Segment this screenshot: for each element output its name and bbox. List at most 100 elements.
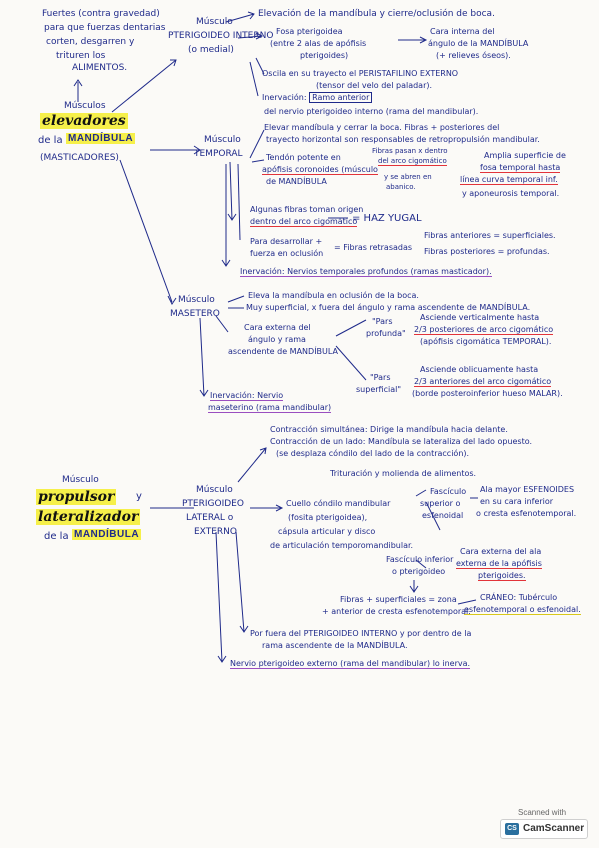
masetero-s5: (borde posteroinferior hueso MALAR).: [412, 389, 563, 398]
temporal-b2r2: fosa temporal hasta: [480, 163, 561, 173]
pterext-o1: Cuello cóndilo mandibular: [286, 499, 391, 508]
masetero-pars-2: profunda": [366, 329, 406, 338]
pterint-label-2: PTERIGOIDEO INTERNO: [168, 31, 274, 41]
pterext-label-1: Músculo: [196, 485, 233, 495]
masetero-s4: 2/3 anteriores del arco cigomático: [414, 377, 552, 387]
pterint-b3b: (tensor del velo del paladar).: [316, 81, 433, 90]
masetero-b3a: Cara externa del: [244, 323, 311, 332]
pterext-f4: Ala mayor ESFENOIDES: [480, 485, 575, 494]
masetero-p3: Asciende verticalmente hasta: [420, 313, 540, 322]
temporal-b3b: dentro del arco cigomático: [250, 217, 358, 227]
temporal-b2r4: y aponeurosis temporal.: [462, 189, 560, 198]
pterint-b2b: (entre 2 alas de apófisis: [270, 39, 367, 48]
masetero-b1: Eleva la mandíbula en oclusión de la boc…: [248, 291, 419, 300]
masetero-b3b: ángulo y rama: [248, 335, 306, 344]
prop-musculo: Músculo: [62, 475, 99, 485]
intro-line-3: corten, desgarren y: [46, 37, 135, 47]
pterint-b2r1: Cara interna del: [430, 27, 495, 36]
pterext-i5: pterigoides.: [478, 571, 526, 581]
temporal-inervacion: Inervación: Nervios temporales profundos…: [240, 267, 492, 277]
intro-line-2: para que fuerzas dentarias: [44, 23, 166, 33]
pterext-c1: Contracción simultánea: Dirige la mandíb…: [270, 425, 508, 434]
temporal-b2a: Tendón potente en: [266, 153, 341, 162]
pterext-o2: (fosita pterigoidea),: [288, 513, 368, 522]
intro-line-1: Fuertes (contra gravedad): [42, 9, 160, 19]
temporal-b2b: apófisis coronoides (músculo: [262, 165, 378, 175]
pterext-c2: Contracción de un lado: Mandíbula se lat…: [270, 437, 533, 446]
temporal-b4r2: Fibras posteriores = profundas.: [424, 247, 550, 256]
temporal-b4a: Para desarrollar +: [250, 237, 323, 246]
pterext-i3: Cara externa del ala: [460, 547, 542, 556]
masetero-b2: Muy superficial, x fuera del ángulo y ra…: [246, 303, 531, 312]
pterext-c4: Trituración y molienda de alimentos.: [330, 469, 477, 478]
pterint-label-1: Músculo: [196, 17, 233, 27]
pterint-b2c: pterigoides): [300, 51, 349, 60]
temporal-b1a: Elevar mandíbula y cerrar la boca. Fibra…: [264, 123, 500, 132]
prop-title-2: lateralizador: [36, 509, 141, 525]
temporal-b2m1: Fibras pasan x dentro: [372, 147, 448, 155]
camscanner-logo-icon: CS: [505, 823, 519, 835]
prop-y: y: [136, 491, 142, 502]
pterint-inervacion-2: del nervio pterigoideo interno (rama del…: [264, 107, 479, 116]
elev-mandibula: MANDÍBULA: [66, 133, 136, 144]
prop-mandibula: MANDÍBULA: [72, 529, 142, 540]
temporal-b4b: fuerza en oclusión: [250, 249, 324, 258]
masetero-p4: 2/3 posteriores de arco cigomático: [414, 325, 554, 335]
masetero-p5: (apófisis cigomática TEMPORAL).: [420, 337, 552, 346]
elev-musculos: Músculos: [64, 101, 106, 111]
pterext-f3: esfenoidal: [422, 511, 464, 520]
prop-de-la: de la: [44, 531, 69, 542]
temporal-b1b: trayecto horizontal son responsables de …: [266, 135, 540, 144]
pterint-b3a: Oscila en su trayecto el PERISTAFILINO E…: [262, 69, 459, 78]
camscanner-box: CS CamScanner: [500, 819, 588, 839]
prop-title-1: propulsor: [36, 489, 117, 505]
pterext-f1: Fascículo: [430, 487, 467, 496]
masetero-label-2: MASETERO: [170, 309, 220, 319]
temporal-b3a: Algunas fibras toman origen: [250, 205, 364, 214]
pterint-b1: Elevación de la mandíbula y cierre/oclus…: [258, 9, 495, 19]
pterint-inervacion: Inervación: Ramo anterior: [262, 92, 373, 103]
pterext-k2: + anterior de cresta esfenotemporal.: [322, 607, 471, 616]
temporal-label-1: Músculo: [204, 135, 241, 145]
pterext-k1: Fibras + superficiales = zona: [340, 595, 457, 604]
intro-line-4: trituren los: [56, 51, 106, 61]
pterext-o3: cápsula articular y disco: [278, 527, 376, 536]
pterint-b2r2: ángulo de la MANDÍBULA: [428, 39, 529, 48]
pterint-label-3: (o medial): [188, 45, 234, 55]
temporal-b4r1: Fibras anteriores = superficiales.: [424, 231, 556, 240]
masetero-inervacion-2: maseterino (rama mandibular): [208, 403, 332, 413]
temporal-haz-yugal: = HAZ YUGAL: [352, 213, 422, 224]
pterext-f6: o cresta esfenotemporal.: [476, 509, 577, 518]
temporal-b2r1: Amplia superficie de: [484, 151, 566, 160]
temporal-b2m4: abanico.: [386, 183, 416, 191]
temporal-label-2: TEMPORAL: [194, 149, 243, 159]
pterext-b2: rama ascendente de la MANDÍBULA.: [262, 641, 408, 650]
intro-line-5: ALIMENTOS.: [72, 63, 128, 73]
pterext-c3: (se desplaza cóndilo del lado de la cont…: [276, 449, 470, 458]
pterext-f2: superior o: [420, 499, 461, 508]
elev-masticadores: (MASTICADORES): [40, 153, 119, 163]
pterext-b1: Por fuera del PTERIGOIDEO INTERNO y por …: [250, 629, 472, 638]
elev-title: elevadores: [40, 113, 128, 129]
pterext-label-3: LATERAL o: [186, 513, 234, 523]
pterext-i2: o pterigoideo: [392, 567, 446, 576]
pterint-b2a: Fosa pterigoidea: [276, 27, 343, 36]
camscanner-name: CamScanner: [523, 823, 585, 834]
pterext-inervacion: Nervio pterigoideo externo (rama del man…: [230, 659, 471, 669]
masetero-sup-1: "Pars: [370, 373, 391, 382]
pterint-b2r3: (+ relieves óseos).: [436, 51, 511, 60]
temporal-b4eq: = Fibras retrasadas: [334, 243, 413, 252]
camscanner-badge: Scanned with CS CamScanner: [500, 808, 588, 839]
temporal-b2r3: línea curva temporal inf.: [460, 175, 558, 185]
pterext-label-4: EXTERNO: [194, 527, 237, 537]
pterext-o4: de articulación temporomandibular.: [270, 541, 414, 550]
pterext-f5: en su cara inferior: [480, 497, 554, 506]
pterext-i4: externa de la apófisis: [456, 559, 542, 569]
pterint-inervacion-box: Ramo anterior: [309, 92, 373, 103]
pterext-i1: Fascículo inferior: [386, 555, 454, 564]
temporal-b2c: de MANDÍBULA: [266, 177, 327, 186]
scanned-with-caption: Scanned with: [518, 808, 567, 817]
temporal-b2m2: del arco cigomático: [378, 157, 447, 166]
masetero-pars-1: "Pars: [372, 317, 393, 326]
